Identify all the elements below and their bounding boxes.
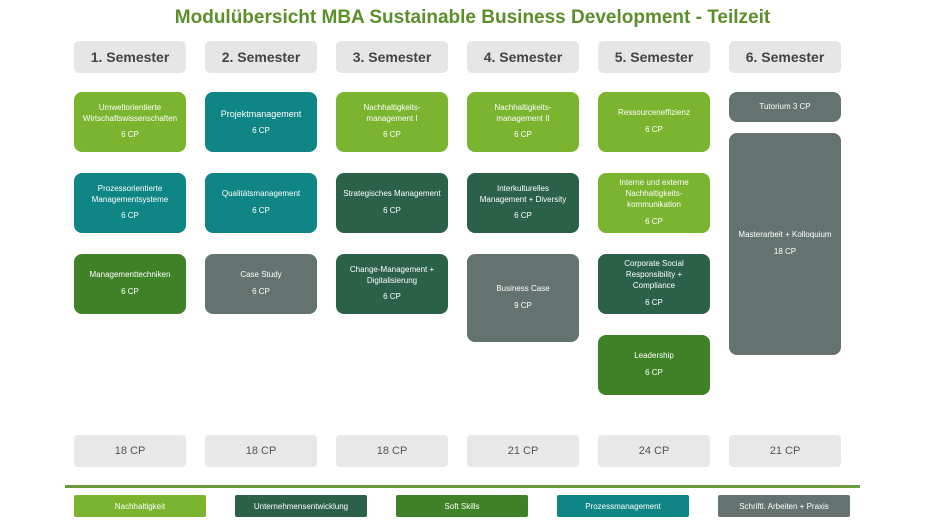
module-box: Nachhaltigkeits-management II 6 CP (467, 92, 579, 152)
legend-soft-skills: Soft Skills (396, 495, 528, 517)
semester-total: 18 CP (336, 435, 448, 467)
module-cp: 6 CP (121, 287, 139, 296)
module-cp: 6 CP (645, 297, 663, 307)
module-cp: 6 CP (121, 130, 139, 140)
module-box: Corporate Social Responsibility + Compli… (598, 254, 710, 314)
module-box: Interkulturelles Management + Diversity … (467, 173, 579, 233)
module-name: Nachhaltigkeits-management II (494, 102, 552, 123)
semester-header-6: 6. Semester (729, 41, 841, 73)
module-cp: 18 CP (773, 247, 797, 256)
module-box: Qualitätsmanagement 6 CP (205, 173, 317, 233)
module-box: Ressourceneffizienz 6 CP (598, 92, 710, 152)
module-name: Corporate Social Responsibility + Compli… (624, 259, 684, 290)
page-title: Modulübersicht MBA Sustainable Business … (174, 7, 771, 28)
module-box: Tutorium 3 CP (729, 92, 841, 122)
module-cp: 6 CP (514, 211, 532, 221)
legend-nachhaltigkeit: Nachhaltigkeit (74, 495, 206, 517)
module-name: Managementtechniken (89, 270, 171, 280)
module-box: Nachhaltigkeits-management I 6 CP (336, 92, 448, 152)
semester-total: 18 CP (74, 435, 186, 467)
module-box: Leadership 6 CP (598, 335, 710, 395)
module-cp: 6 CP (383, 130, 401, 140)
module-cp: 6 CP (645, 216, 663, 226)
semester-header-5: 5. Semester (598, 41, 710, 73)
module-cp: 6 CP (383, 292, 401, 302)
module-cp: 6 CP (252, 287, 270, 296)
module-cp: 9 CP (514, 301, 532, 310)
module-name: Business Case (496, 284, 550, 294)
module-name: Ressourceneffizienz (618, 108, 690, 118)
module-cp: 6 CP (252, 206, 270, 215)
module-name: Umweltorientierte Wirtschaftswissenschaf… (82, 102, 178, 123)
module-box: Strategisches Management 6 CP (336, 173, 448, 233)
module-name: Leadership (634, 351, 674, 361)
module-name: Masterarbeit + Kolloquium (738, 230, 832, 240)
module-name: Case Study (240, 270, 282, 280)
module-cp: 6 CP (645, 125, 663, 134)
module-cp: 6 CP (121, 211, 139, 221)
module-box: Projektmanagement 6 CP (205, 92, 317, 152)
semester-total: 24 CP (598, 435, 710, 467)
module-name: Tutorium 3 CP (759, 101, 811, 111)
semester-total: 21 CP (729, 435, 841, 467)
module-box: Managementtechniken 6 CP (74, 254, 186, 314)
module-box: Change-Management + Digitalisierung 6 CP (336, 254, 448, 314)
semester-header-1: 1. Semester (74, 41, 186, 73)
module-cp: 6 CP (383, 206, 401, 215)
legend-prozessmanagement: Prozessmanagement (557, 495, 689, 517)
semester-header-3: 3. Semester (336, 41, 448, 73)
module-box: Case Study 6 CP (205, 254, 317, 314)
module-name: Projektmanagement (220, 108, 302, 119)
module-name: Qualitätsmanagement (221, 189, 301, 199)
module-box: Umweltorientierte Wirtschaftswissenschaf… (74, 92, 186, 152)
divider (65, 485, 860, 488)
module-box: Masterarbeit + Kolloquium 18 CP (729, 133, 841, 355)
module-name: Interne und externe Nachhaltigkeits-komm… (619, 178, 689, 209)
module-name: Change-Management + Digitalisierung (349, 264, 435, 285)
module-name: Prozessorientierte Managementsysteme (91, 183, 169, 204)
module-cp: 6 CP (645, 368, 663, 377)
semester-header-4: 4. Semester (467, 41, 579, 73)
module-box: Business Case 9 CP (467, 254, 579, 342)
legend-unternehmensentwicklung: Unternehmensentwicklung (235, 495, 367, 517)
semester-total: 21 CP (467, 435, 579, 467)
module-box: Prozessorientierte Managementsysteme 6 C… (74, 173, 186, 233)
semester-header-2: 2. Semester (205, 41, 317, 73)
module-cp: 6 CP (252, 125, 270, 135)
module-cp: 6 CP (514, 130, 532, 140)
semester-total: 18 CP (205, 435, 317, 467)
module-name: Interkulturelles Management + Diversity (479, 183, 567, 204)
module-name: Strategisches Management (343, 189, 441, 199)
module-name: Nachhaltigkeits-management I (363, 102, 421, 123)
legend-schriftliche-arbeiten: Schriftl. Arbeiten + Praxis (718, 495, 850, 517)
module-box: Interne und externe Nachhaltigkeits-komm… (598, 173, 710, 233)
